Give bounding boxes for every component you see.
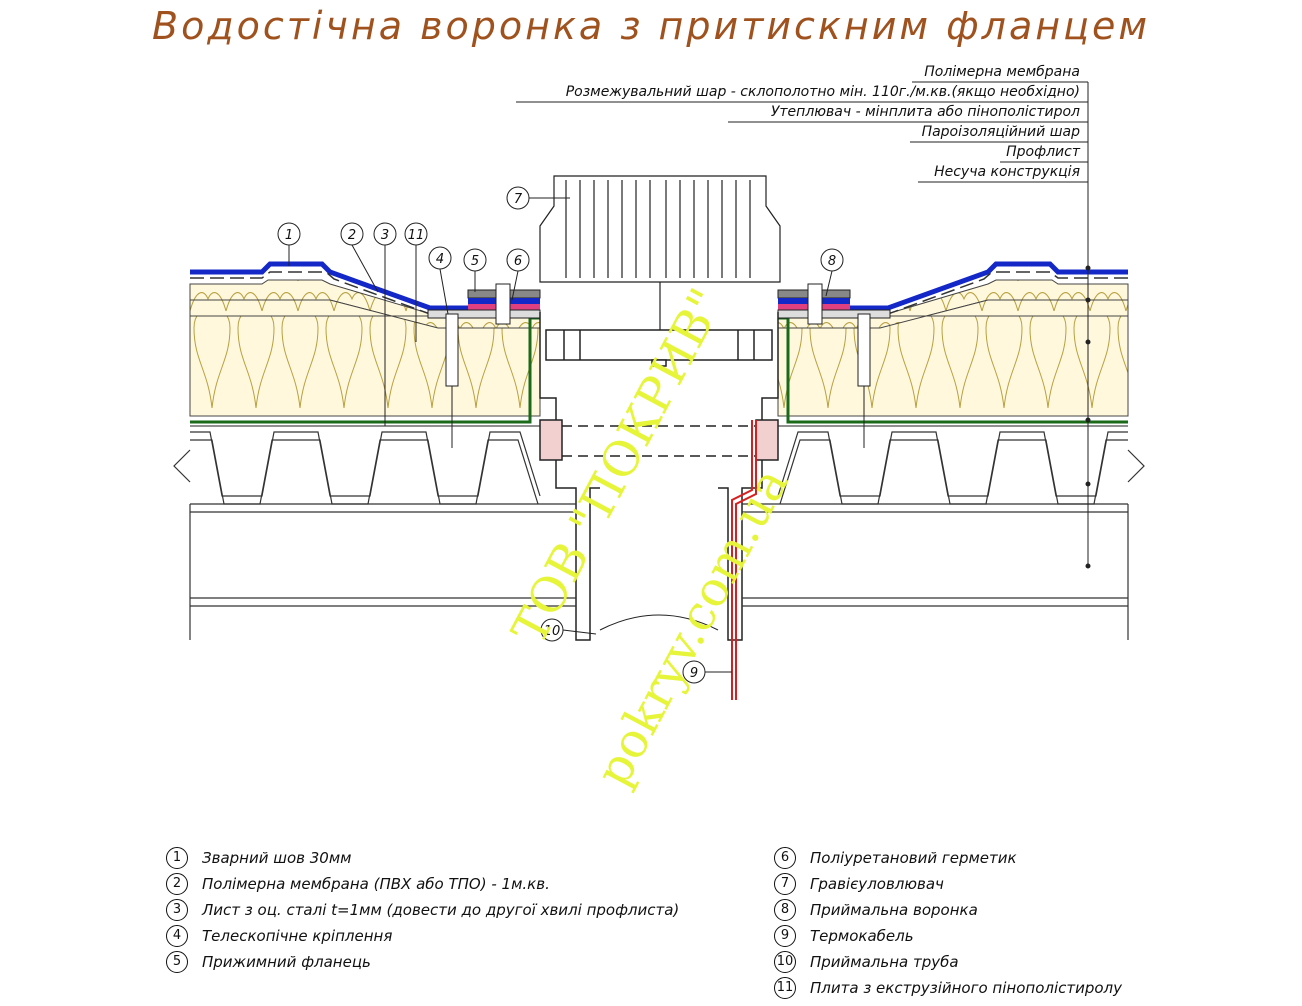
svg-text:10: 10 bbox=[544, 624, 561, 639]
svg-text:3: 3 bbox=[381, 228, 389, 243]
layer-label-profsheet: Профлист bbox=[1006, 144, 1080, 160]
layer-label-structure: Несуча конструкція bbox=[934, 164, 1080, 180]
layer-label-separator: Розмежувальний шар - склополотно мін. 11… bbox=[565, 84, 1080, 100]
left-insulation-main bbox=[189, 299, 541, 417]
gravel-guard bbox=[539, 175, 781, 330]
svg-text:2: 2 bbox=[348, 228, 356, 243]
layer-label-vapor: Пароізоляційний шар bbox=[921, 124, 1080, 140]
right-insulation bbox=[777, 279, 1129, 417]
layer-leaders bbox=[516, 81, 1091, 569]
svg-text:6: 6 bbox=[514, 254, 522, 269]
svg-text:9: 9 bbox=[690, 666, 698, 681]
svg-text:4: 4 bbox=[436, 252, 444, 267]
callout-labels: 1 2 3 11 4 5 6 7 8 10 9 bbox=[285, 192, 836, 681]
svg-text:11: 11 bbox=[408, 228, 425, 243]
clamp-flange-right bbox=[777, 283, 891, 325]
svg-text:5: 5 bbox=[471, 254, 479, 269]
svg-text:8: 8 bbox=[828, 254, 836, 269]
clamp-flange-left bbox=[427, 283, 541, 325]
heating-cable bbox=[731, 420, 757, 700]
svg-text:7: 7 bbox=[514, 192, 523, 207]
svg-text:1: 1 bbox=[285, 228, 293, 243]
drain-funnel bbox=[539, 312, 779, 641]
telescopic-fasteners bbox=[445, 313, 871, 448]
callout-markers bbox=[277, 186, 844, 684]
layer-label-insulation: Утеплювач - мінплита або пінополістирол bbox=[770, 104, 1080, 120]
layer-label-membrane: Полімерна мембрана bbox=[924, 64, 1080, 80]
load-bearing-structure bbox=[189, 503, 1129, 640]
drawing-title: Водостічна воронка з притискним фланцем bbox=[152, 4, 1150, 48]
polymer-membrane bbox=[190, 261, 1128, 315]
